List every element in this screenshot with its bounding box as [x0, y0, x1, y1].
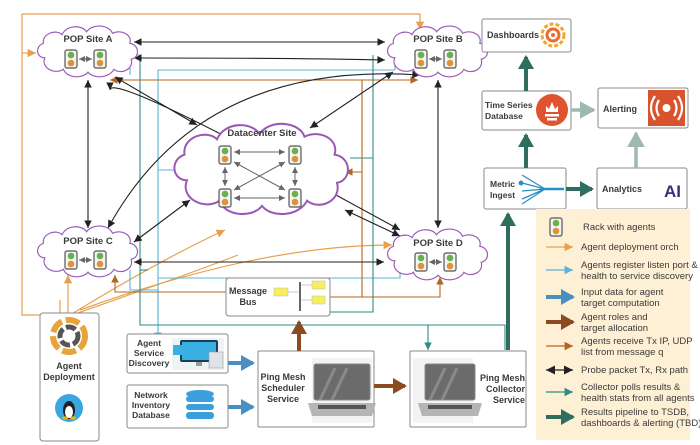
- analytics-box[interactable]: Analytics AI: [596, 167, 688, 210]
- pop-site-a-label: POP Site A: [63, 34, 112, 45]
- linux-penguin-icon: [55, 394, 83, 422]
- pop-site-d[interactable]: [386, 228, 489, 281]
- rack-icon: [218, 145, 232, 165]
- rack-icon: [414, 252, 428, 272]
- dashboards-box[interactable]: Dashboards: [481, 18, 572, 53]
- legend-label: Agent roles and: [581, 312, 648, 323]
- rack-icon: [64, 250, 78, 270]
- metric-ingest-label-1: Metric: [490, 179, 515, 189]
- agent-roles-arrows: [291, 320, 407, 394]
- datacenter-mesh-links: [222, 149, 298, 201]
- analytics-label: Analytics: [602, 184, 642, 194]
- probe-paths: [84, 38, 442, 266]
- dashboards-label: Dashboards: [487, 30, 539, 40]
- pop-site-c[interactable]: [36, 225, 139, 278]
- rack-icon: [93, 49, 107, 69]
- message-bus-label: Message: [229, 286, 267, 296]
- legend-label: Collector polls results &: [581, 382, 681, 393]
- datacenter-site-label: Datacenter Site: [227, 128, 296, 139]
- rack-icon: [443, 252, 457, 272]
- pop-site-d-label: POP Site D: [413, 238, 463, 249]
- asd-label-1: Agent: [137, 338, 161, 348]
- agent-service-discovery-box[interactable]: Agent Service Discovery: [126, 333, 229, 374]
- laptop-icon: [308, 358, 376, 423]
- legend-item: Collector polls results &health stats fr…: [546, 382, 695, 404]
- legend-label-2: list from message q: [581, 347, 663, 358]
- database-icon: [186, 390, 214, 419]
- legend-label: Agents register listen port &: [581, 260, 698, 271]
- rack-icon: [443, 49, 457, 69]
- deployment-tool-icon: [50, 317, 88, 355]
- legend-item: Results pipeline to TSDB,dashboards & al…: [546, 407, 700, 429]
- legend-item: Agent deployment orch: [546, 242, 679, 253]
- input-data-arrows: [228, 355, 255, 415]
- message-queue-icon: [273, 280, 326, 311]
- nid-label-1: Network: [134, 390, 168, 400]
- tsdb-label-1: Time Series: [485, 100, 533, 110]
- alerting-feed-arrows: [571, 101, 645, 168]
- agent-deployment-box[interactable]: Agent Deployment: [39, 312, 100, 442]
- legend-label-2: target allocation: [581, 323, 648, 334]
- rack-icon: [93, 250, 107, 270]
- rack-icon: [288, 145, 302, 165]
- rack-icon: [288, 188, 302, 208]
- rack-icon: [218, 188, 232, 208]
- monitor-icon: [172, 338, 224, 370]
- network-inventory-database-box[interactable]: Network Inventory Database: [126, 384, 229, 429]
- ai-logo-icon: AI: [664, 182, 681, 201]
- scheduler-label-3: Service: [267, 394, 299, 404]
- collector-label-1: Ping Mesh: [480, 373, 525, 383]
- metric-ingest-label-2: Ingest: [490, 190, 515, 200]
- agent-deployment-label-2: Deployment: [43, 372, 95, 382]
- agent-deployment-label: Agent: [56, 361, 82, 371]
- prometheus-icon: [536, 94, 568, 126]
- grafana-icon: [540, 22, 566, 48]
- nid-label-2: Inventory: [132, 400, 171, 410]
- legend-label: Agents receive Tx IP, UDP: [581, 336, 693, 347]
- collector-label-3: Service: [493, 395, 525, 405]
- asd-label-3: Discovery: [129, 358, 170, 368]
- scheduler-label-1: Ping Mesh: [260, 372, 305, 382]
- ingest-funnel-icon: [518, 174, 564, 205]
- legend-item: Probe packet Tx, Rx path: [546, 365, 688, 376]
- pop-site-c-label: POP Site C: [63, 236, 113, 247]
- rack-icon: [64, 49, 78, 69]
- legend-label-2: dashboards & alerting (TBD): [581, 418, 700, 429]
- tsdb-label-2: Database: [485, 111, 523, 121]
- legend-label-2: health stats from all agents: [581, 393, 695, 404]
- legend-label: Input data for agent: [581, 287, 664, 298]
- legend-label-2: target computation: [581, 298, 660, 309]
- laptop-icon: [413, 358, 482, 423]
- ping-mesh-collector-service-box[interactable]: Ping Mesh Collector Service: [409, 350, 527, 428]
- alerting-box[interactable]: Alerting: [597, 87, 689, 129]
- alert-broadcast-icon: [648, 90, 685, 126]
- rack-icon: [549, 217, 563, 237]
- legend-label: Probe packet Tx, Rx path: [581, 365, 688, 376]
- results-pipeline-arrows: [500, 55, 594, 350]
- time-series-database-box[interactable]: Time Series Database: [481, 90, 572, 131]
- legend-label: Agent deployment orch: [581, 242, 679, 253]
- rack-icon: [414, 49, 428, 69]
- nid-label-3: Database: [132, 410, 170, 420]
- message-bus-label-2: Bus: [239, 297, 256, 307]
- alerting-label: Alerting: [603, 104, 637, 114]
- legend-label: Results pipeline to TSDB,: [581, 407, 689, 418]
- ping-mesh-scheduler-service-box[interactable]: Ping Mesh Scheduler Service: [257, 350, 376, 428]
- metric-ingest-box[interactable]: Metric Ingest: [483, 167, 567, 210]
- legend-item: Rack with agents: [549, 217, 656, 237]
- asd-label-2: Service: [134, 348, 165, 358]
- message-bus-box[interactable]: Message Bus: [225, 277, 331, 317]
- collector-label-2: Collector: [486, 384, 526, 394]
- legend-label: Rack with agents: [583, 222, 656, 233]
- scheduler-label-2: Scheduler: [261, 383, 305, 393]
- legend-item: Agents register listen port &health to s…: [546, 260, 698, 282]
- pop-site-b-label: POP Site B: [413, 34, 463, 45]
- legend-label-2: health to service discovery: [581, 271, 693, 282]
